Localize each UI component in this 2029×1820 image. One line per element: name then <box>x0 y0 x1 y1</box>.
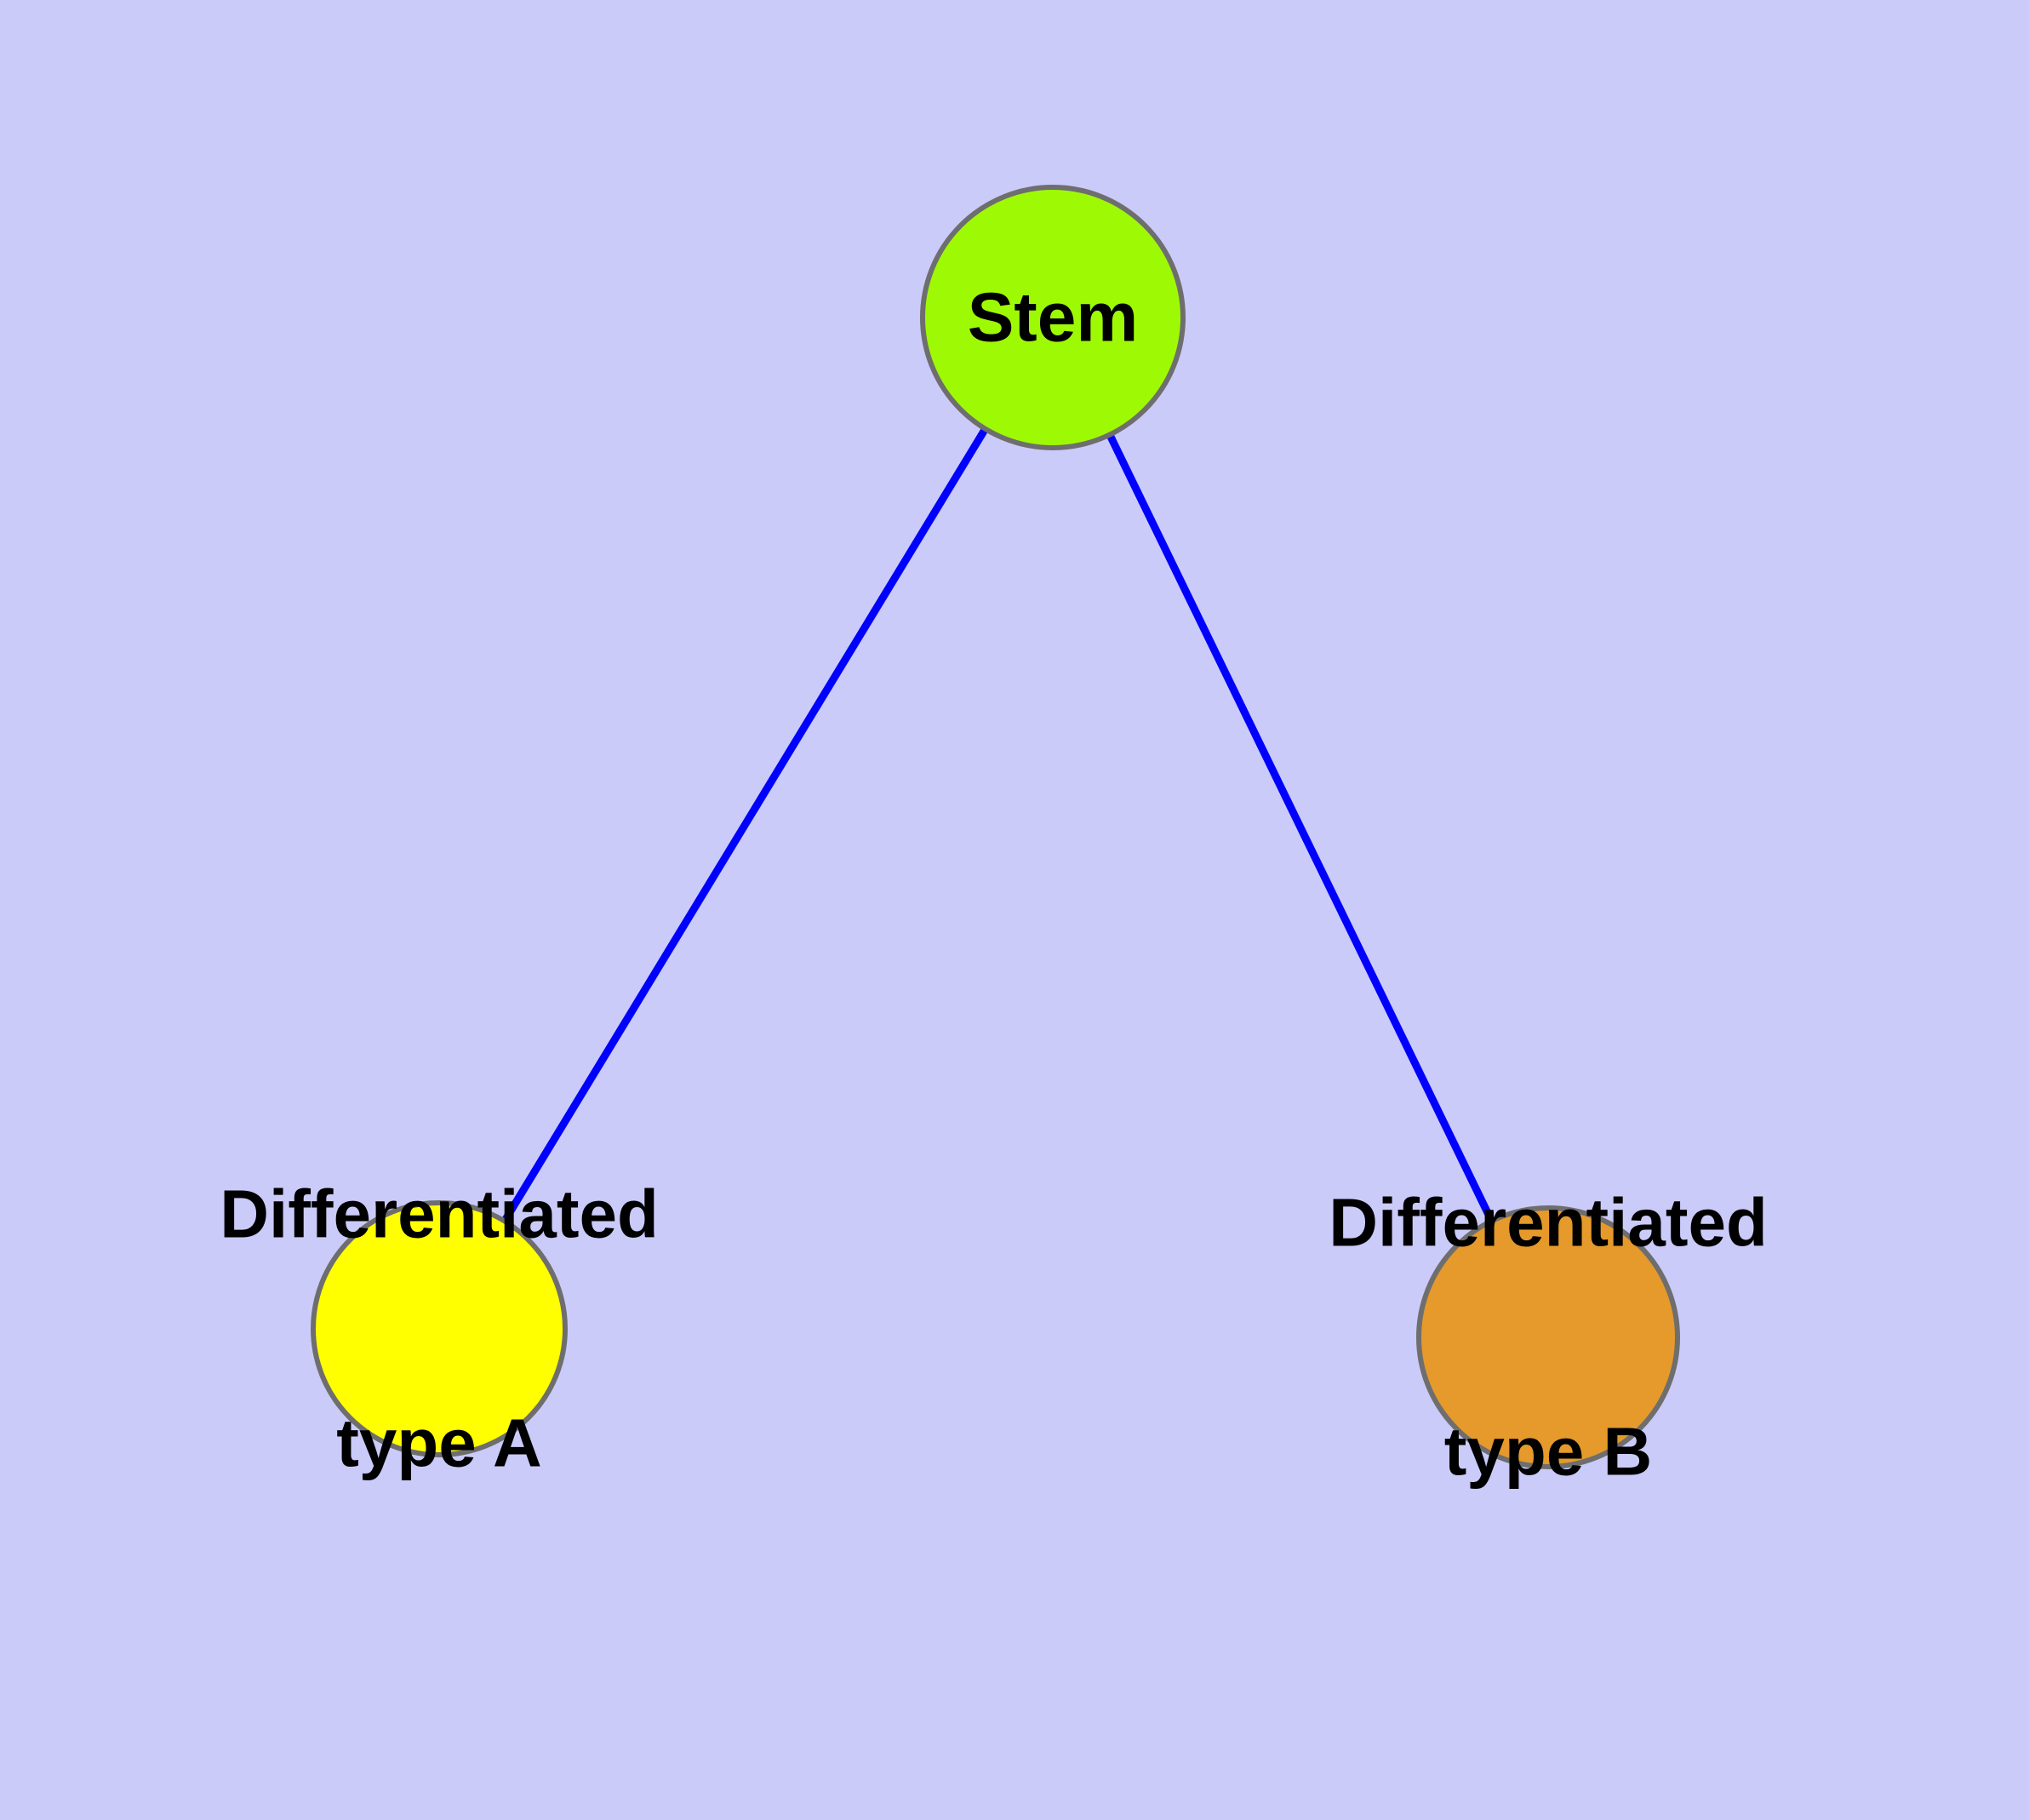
edge-stem-to-differentiated-type-b[interactable] <box>1049 316 1552 1339</box>
node-stem[interactable] <box>920 185 1186 450</box>
edge-layer <box>436 315 1552 1339</box>
node-differentiated-type-b[interactable] <box>1416 1205 1680 1469</box>
node-differentiated-type-a[interactable] <box>311 1200 568 1457</box>
node-layer <box>311 185 1680 1469</box>
edge-stem-to-differentiated-type-a[interactable] <box>436 315 1056 1331</box>
